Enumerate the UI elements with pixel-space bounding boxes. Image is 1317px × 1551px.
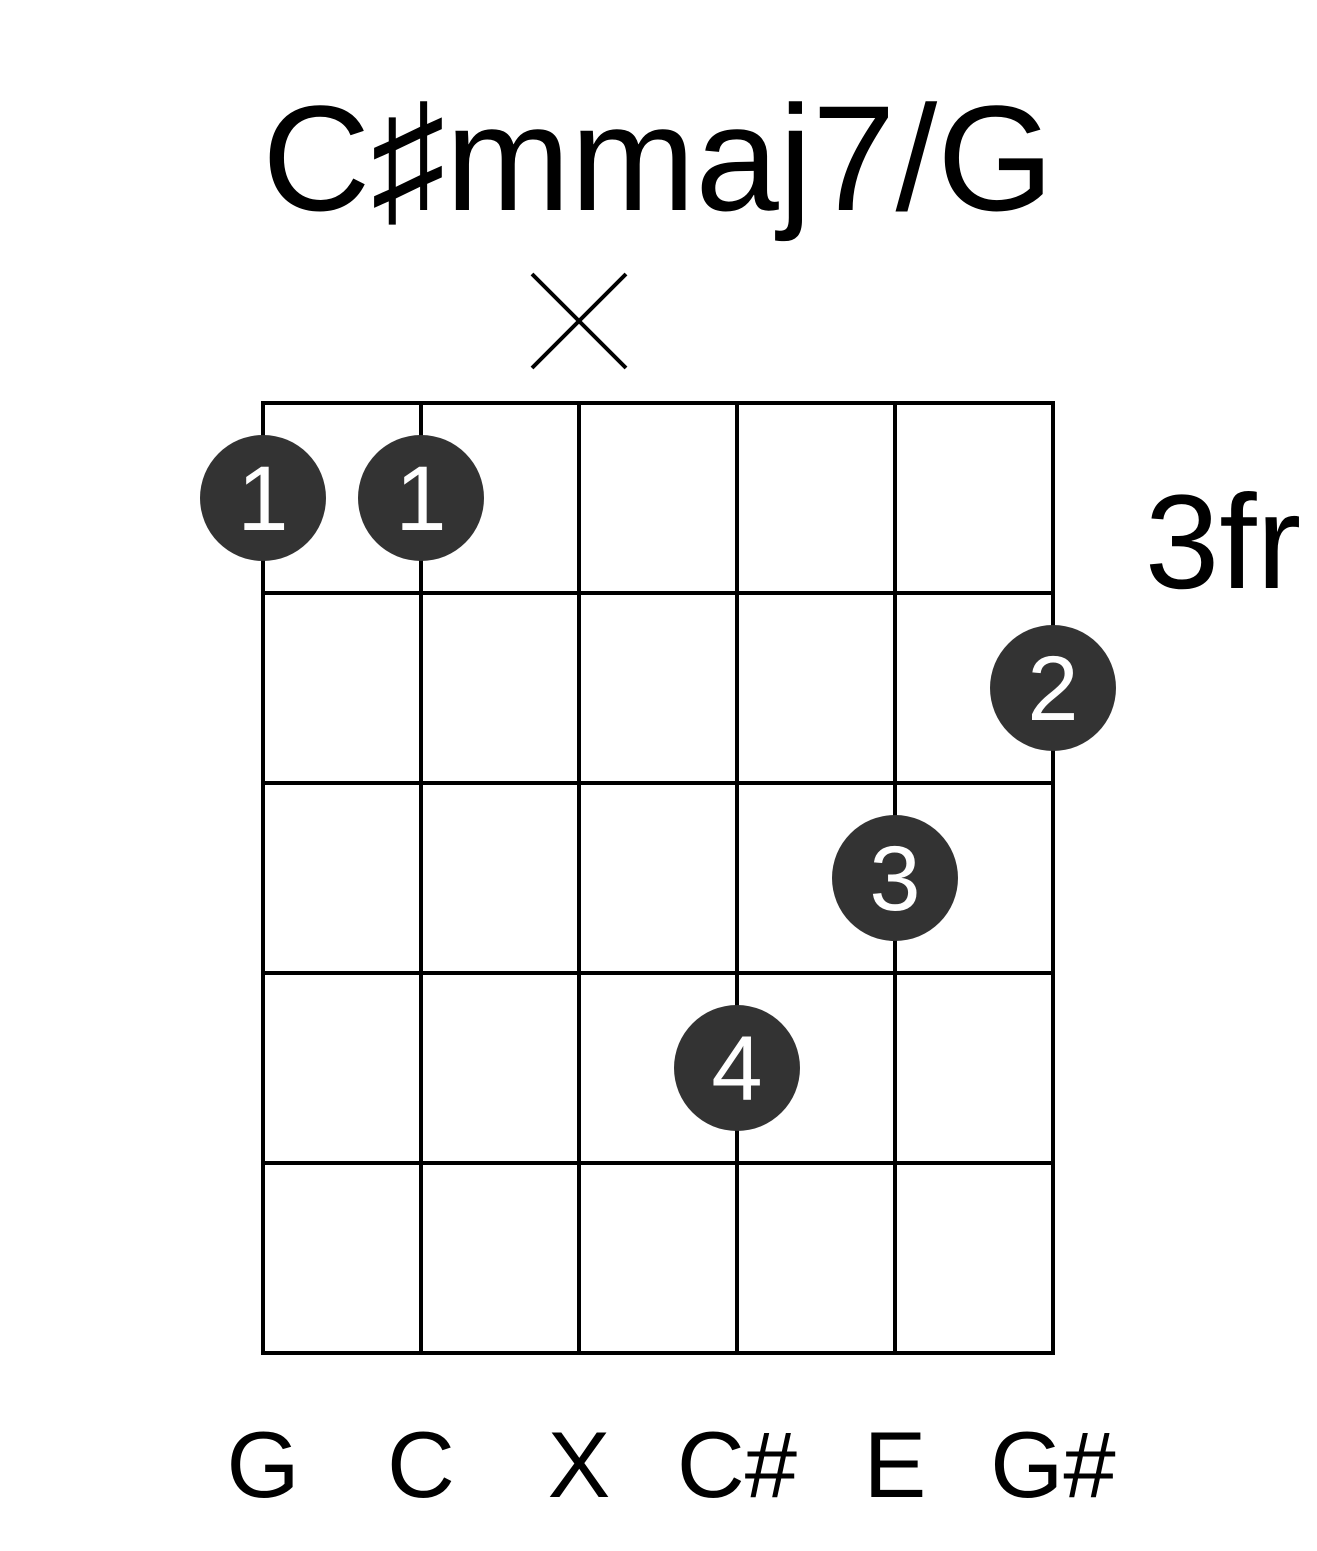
- finger-number: 1: [237, 448, 288, 550]
- finger-number: 4: [711, 1018, 762, 1120]
- finger-number: 3: [869, 828, 920, 930]
- string-note-label: G#: [990, 1412, 1115, 1517]
- muted-markers: [530, 272, 628, 370]
- finger-dot: 2: [990, 625, 1116, 751]
- finger-dot: 1: [358, 435, 484, 561]
- finger-dots: 1 1 2 3 4: [200, 435, 1116, 1131]
- finger-dot-circle: [674, 1005, 800, 1131]
- muted-x-icon: [530, 272, 628, 370]
- finger-dot-circle: [200, 435, 326, 561]
- string-note-label: E: [864, 1412, 927, 1517]
- string-note-label: C: [387, 1412, 455, 1517]
- finger-number: 1: [395, 448, 446, 550]
- string-note-label: X: [548, 1412, 611, 1517]
- fret-position-label: 3fr: [1145, 468, 1301, 617]
- chord-title: C♯mmaj7/G: [262, 74, 1054, 242]
- finger-dot: 3: [832, 815, 958, 941]
- string-note-label: C#: [677, 1412, 797, 1517]
- finger-dot-circle: [358, 435, 484, 561]
- finger-dot: 1: [200, 435, 326, 561]
- finger-dot-circle: [990, 625, 1116, 751]
- string-note-label: G: [226, 1412, 299, 1517]
- finger-dot: 4: [674, 1005, 800, 1131]
- finger-number: 2: [1027, 638, 1078, 740]
- finger-dot-circle: [832, 815, 958, 941]
